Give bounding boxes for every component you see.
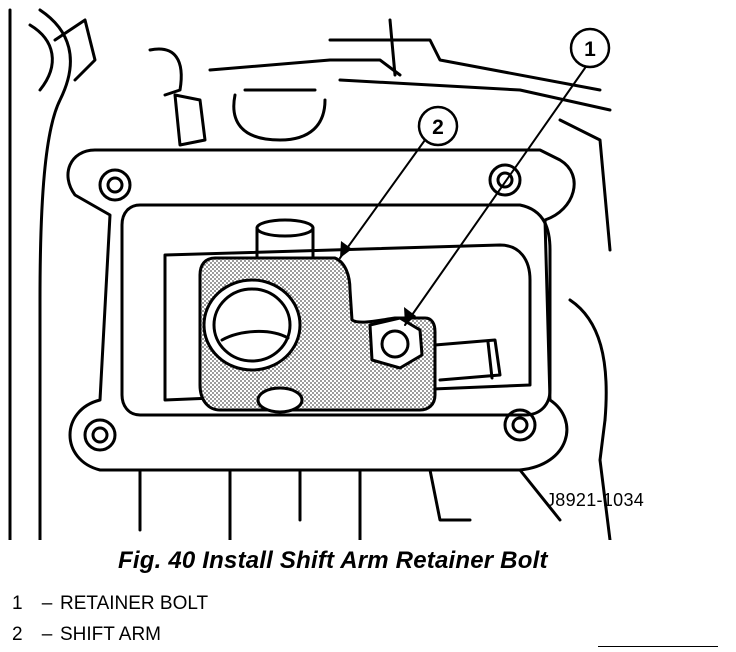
figure-caption: Fig. 40 Install Shift Arm Retainer Bolt xyxy=(118,547,548,574)
callout-2: 2 xyxy=(417,105,459,147)
divider xyxy=(598,646,718,647)
callout-2-number: 2 xyxy=(432,116,444,139)
legend-number: 2 xyxy=(12,624,23,645)
technical-illustration: 1 2 xyxy=(8,8,612,540)
shift-rail-stub xyxy=(255,218,315,260)
transmission-housing xyxy=(8,8,612,540)
legend: 1 – RETAINER BOLT 2 – SHIFT ARM xyxy=(12,588,208,650)
cover-plate xyxy=(66,148,576,472)
callout-1-number: 1 xyxy=(584,38,596,61)
shift-arm xyxy=(198,256,437,414)
figure-code: J8921-1034 xyxy=(546,490,645,510)
callout-leaders xyxy=(339,67,586,326)
legend-item: 1 – RETAINER BOLT xyxy=(12,588,208,619)
mounting-holes xyxy=(83,163,537,452)
legend-dash: – xyxy=(41,593,53,614)
legend-label: RETAINER BOLT xyxy=(60,593,209,614)
legend-label: SHIFT ARM xyxy=(60,624,161,645)
callout-arrowheads xyxy=(340,241,416,325)
legend-dash: – xyxy=(41,624,53,645)
callout-1: 1 xyxy=(569,27,611,69)
legend-number: 1 xyxy=(12,593,23,614)
legend-item: 2 – SHIFT ARM xyxy=(12,619,208,650)
retainer-bolt xyxy=(368,316,502,382)
